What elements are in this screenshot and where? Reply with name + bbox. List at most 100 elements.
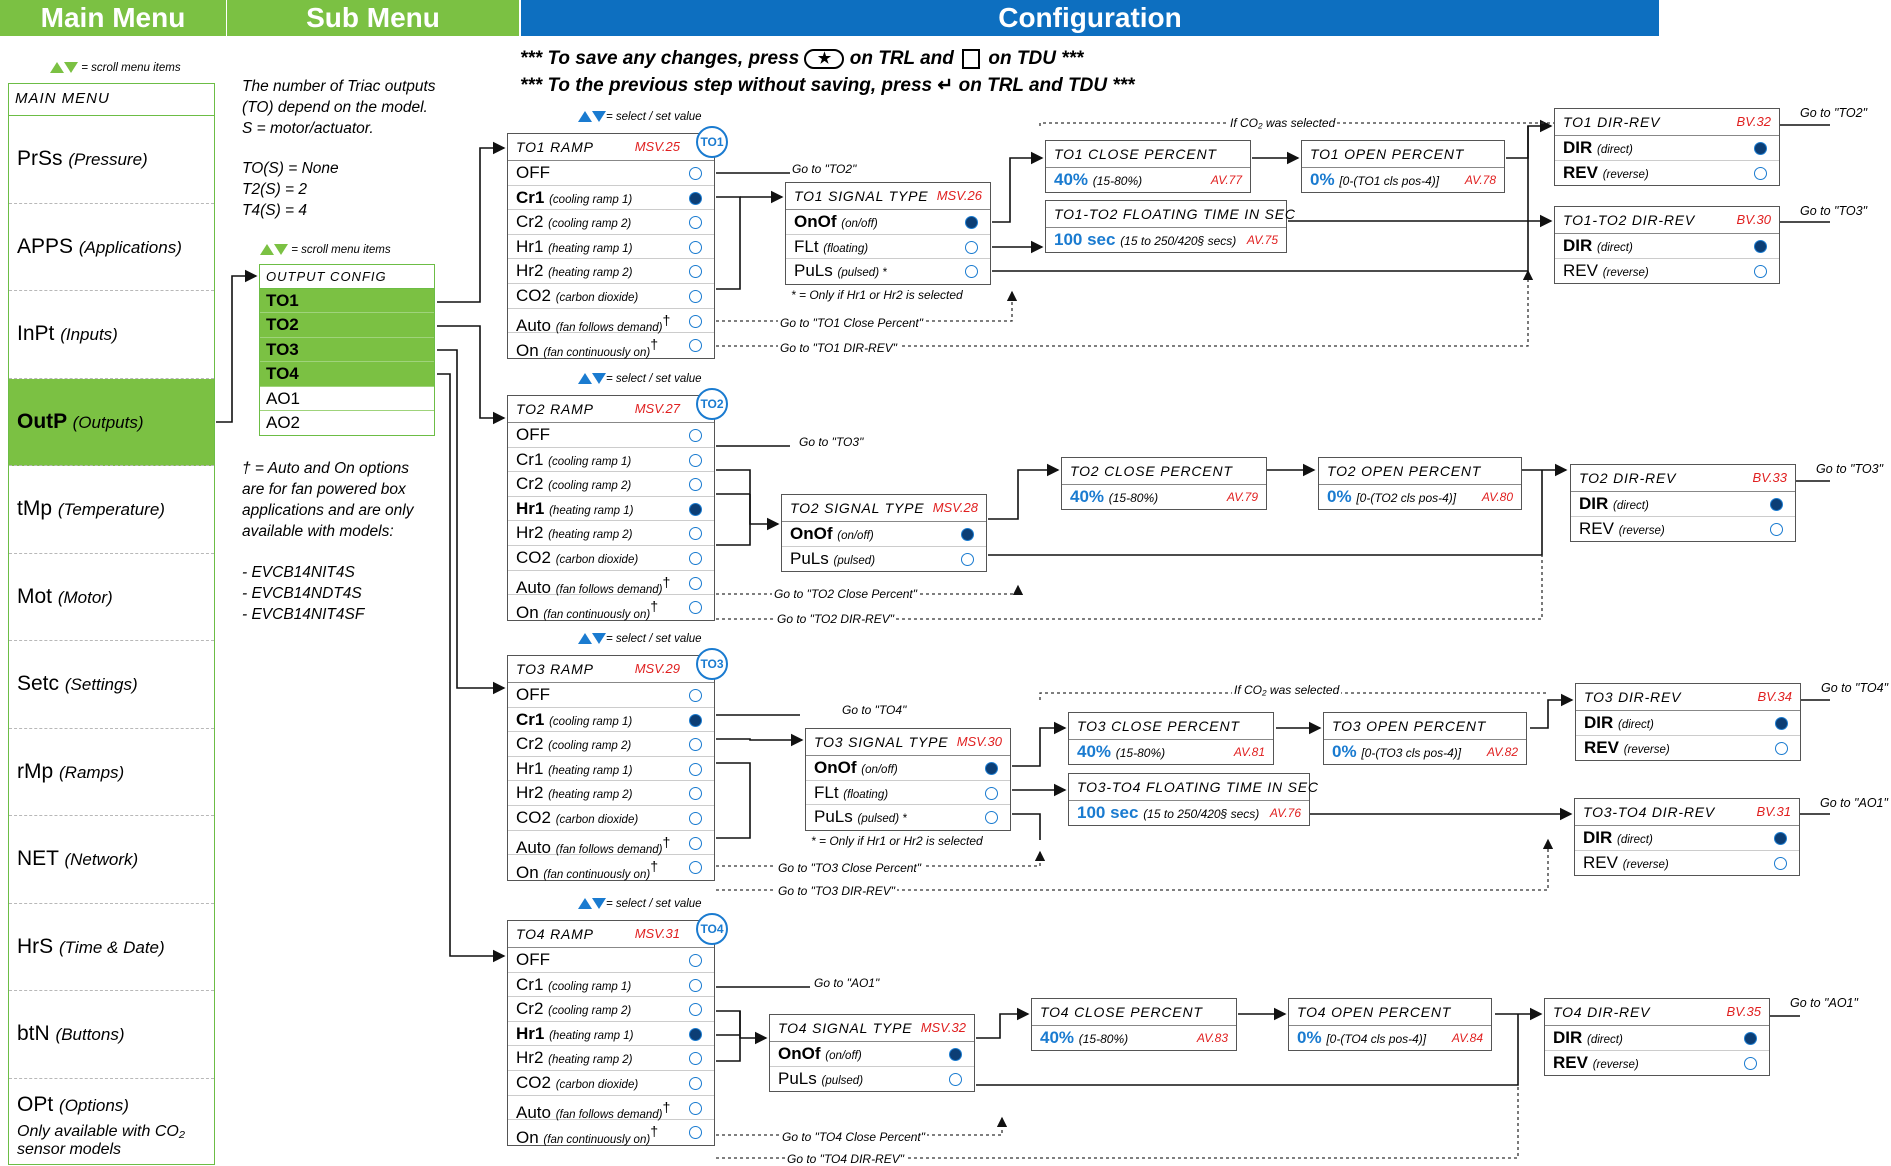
radio-icon[interactable] <box>1774 857 1787 870</box>
radio-icon[interactable] <box>689 527 702 540</box>
signal-option-onof[interactable]: OnOf (on/off) <box>806 756 1010 781</box>
dir-option-dir[interactable]: DIR (direct) <box>1555 234 1779 259</box>
radio-icon[interactable] <box>689 339 702 352</box>
dir-option-rev[interactable]: REV (reverse) <box>1545 1051 1769 1076</box>
radio-icon[interactable] <box>689 454 702 467</box>
signal-option-onof[interactable]: OnOf (on/off) <box>770 1042 974 1067</box>
ramp-option-auto[interactable]: Auto (fan follows demand)† <box>508 571 714 596</box>
radio-icon[interactable] <box>689 1003 702 1016</box>
ramp-option-hr2[interactable]: Hr2 (heating ramp 2) <box>508 1046 714 1071</box>
radio-icon[interactable] <box>985 811 998 824</box>
radio-selected-icon[interactable] <box>689 192 702 205</box>
ramp-option-cr2[interactable]: Cr2 (cooling ramp 2) <box>508 997 714 1022</box>
value-row[interactable]: 0% [0-(TO3 cls pos-4)]AV.82 <box>1324 740 1526 764</box>
ramp-option-auto[interactable]: Auto (fan follows demand)† <box>508 309 714 334</box>
ramp-option-auto[interactable]: Auto (fan follows demand)† <box>508 831 714 856</box>
value-row[interactable]: 100 sec (15 to 250/420§ secs)AV.76 <box>1069 801 1309 825</box>
dir-option-rev[interactable]: REV (reverse) <box>1571 517 1795 542</box>
radio-selected-icon[interactable] <box>961 528 974 541</box>
dir-option-dir[interactable]: DIR (direct) <box>1545 1026 1769 1051</box>
radio-icon[interactable] <box>689 315 702 328</box>
radio-icon[interactable] <box>689 429 702 442</box>
radio-icon[interactable] <box>689 1052 702 1065</box>
ramp-option-cr1[interactable]: Cr1 (cooling ramp 1) <box>508 708 714 733</box>
radio-icon[interactable] <box>1744 1057 1757 1070</box>
ramp-option-auto[interactable]: Auto (fan follows demand)† <box>508 1096 714 1121</box>
radio-icon[interactable] <box>689 478 702 491</box>
radio-icon[interactable] <box>689 265 702 278</box>
value-row[interactable]: 40% (15-80%)AV.83 <box>1032 1026 1236 1050</box>
radio-icon[interactable] <box>985 787 998 800</box>
radio-icon[interactable] <box>689 787 702 800</box>
value-row[interactable]: 40% (15-80%)AV.79 <box>1062 485 1266 509</box>
radio-icon[interactable] <box>1770 523 1783 536</box>
signal-option-puls[interactable]: PuLs (pulsed) <box>770 1067 974 1092</box>
radio-icon[interactable] <box>949 1073 962 1086</box>
ramp-option-co2[interactable]: CO2 (carbon dioxide) <box>508 546 714 571</box>
radio-icon[interactable] <box>689 979 702 992</box>
ramp-option-on[interactable]: On (fan continuously on)† <box>508 855 714 880</box>
value-row[interactable]: 100 sec (15 to 250/420§ secs)AV.75 <box>1046 228 1286 252</box>
ramp-option-hr1[interactable]: Hr1 (heating ramp 1) <box>508 1022 714 1047</box>
ramp-option-cr2[interactable]: Cr2 (cooling ramp 2) <box>508 732 714 757</box>
signal-option-puls[interactable]: PuLs (pulsed) * <box>786 259 990 284</box>
radio-icon[interactable] <box>689 577 702 590</box>
ramp-option-off[interactable]: OFF <box>508 683 714 708</box>
signal-option-flt[interactable]: FLt (floating) <box>786 235 990 260</box>
radio-icon[interactable] <box>689 552 702 565</box>
radio-selected-icon[interactable] <box>949 1048 962 1061</box>
ramp-option-off[interactable]: OFF <box>508 948 714 973</box>
radio-selected-icon[interactable] <box>965 216 978 229</box>
radio-icon[interactable] <box>689 167 702 180</box>
ramp-option-hr1[interactable]: Hr1 (heating ramp 1) <box>508 757 714 782</box>
radio-selected-icon[interactable] <box>1754 142 1767 155</box>
ramp-option-cr2[interactable]: Cr2 (cooling ramp 2) <box>508 210 714 235</box>
radio-icon[interactable] <box>689 241 702 254</box>
ramp-option-on[interactable]: On (fan continuously on)† <box>508 333 714 358</box>
radio-icon[interactable] <box>1754 265 1767 278</box>
value-row[interactable]: 0% [0-(TO1 cls pos-4)]AV.78 <box>1302 168 1504 192</box>
radio-icon[interactable] <box>689 290 702 303</box>
signal-option-flt[interactable]: FLt (floating) <box>806 781 1010 806</box>
ramp-option-off[interactable]: OFF <box>508 423 714 448</box>
dir-option-dir[interactable]: DIR (direct) <box>1576 711 1800 736</box>
ramp-option-hr1[interactable]: Hr1 (heating ramp 1) <box>508 497 714 522</box>
value-row[interactable]: 0% [0-(TO4 cls pos-4)]AV.84 <box>1289 1026 1491 1050</box>
dir-option-rev[interactable]: REV (reverse) <box>1555 161 1779 186</box>
signal-option-puls[interactable]: PuLs (pulsed) * <box>806 805 1010 830</box>
radio-selected-icon[interactable] <box>689 1028 702 1041</box>
radio-selected-icon[interactable] <box>1754 240 1767 253</box>
radio-selected-icon[interactable] <box>1770 498 1783 511</box>
radio-selected-icon[interactable] <box>1774 832 1787 845</box>
radio-selected-icon[interactable] <box>1775 717 1788 730</box>
radio-icon[interactable] <box>689 1077 702 1090</box>
ramp-option-co2[interactable]: CO2 (carbon dioxide) <box>508 806 714 831</box>
ramp-option-hr2[interactable]: Hr2 (heating ramp 2) <box>508 521 714 546</box>
radio-selected-icon[interactable] <box>689 503 702 516</box>
radio-icon[interactable] <box>1754 167 1767 180</box>
ramp-option-off[interactable]: OFF <box>508 161 714 186</box>
radio-icon[interactable] <box>689 738 702 751</box>
dir-option-dir[interactable]: DIR (direct) <box>1571 492 1795 517</box>
radio-icon[interactable] <box>689 837 702 850</box>
radio-icon[interactable] <box>689 763 702 776</box>
radio-icon[interactable] <box>965 265 978 278</box>
ramp-option-hr1[interactable]: Hr1 (heating ramp 1) <box>508 235 714 260</box>
radio-icon[interactable] <box>689 601 702 614</box>
ramp-option-co2[interactable]: CO2 (carbon dioxide) <box>508 284 714 309</box>
signal-option-onof[interactable]: OnOf (on/off) <box>786 210 990 235</box>
ramp-option-hr2[interactable]: Hr2 (heating ramp 2) <box>508 781 714 806</box>
value-row[interactable]: 0% [0-(TO2 cls pos-4)]AV.80 <box>1319 485 1521 509</box>
radio-icon[interactable] <box>965 241 978 254</box>
radio-icon[interactable] <box>689 689 702 702</box>
value-row[interactable]: 40% (15-80%)AV.77 <box>1046 168 1250 192</box>
signal-option-puls[interactable]: PuLs (pulsed) <box>782 547 986 572</box>
radio-icon[interactable] <box>689 1102 702 1115</box>
ramp-option-on[interactable]: On (fan continuously on)† <box>508 595 714 620</box>
ramp-option-cr1[interactable]: Cr1 (cooling ramp 1) <box>508 448 714 473</box>
dir-option-rev[interactable]: REV (reverse) <box>1575 851 1799 876</box>
dir-option-rev[interactable]: REV (reverse) <box>1555 259 1779 284</box>
value-row[interactable]: 40% (15-80%)AV.81 <box>1069 740 1273 764</box>
ramp-option-cr2[interactable]: Cr2 (cooling ramp 2) <box>508 472 714 497</box>
radio-selected-icon[interactable] <box>689 714 702 727</box>
